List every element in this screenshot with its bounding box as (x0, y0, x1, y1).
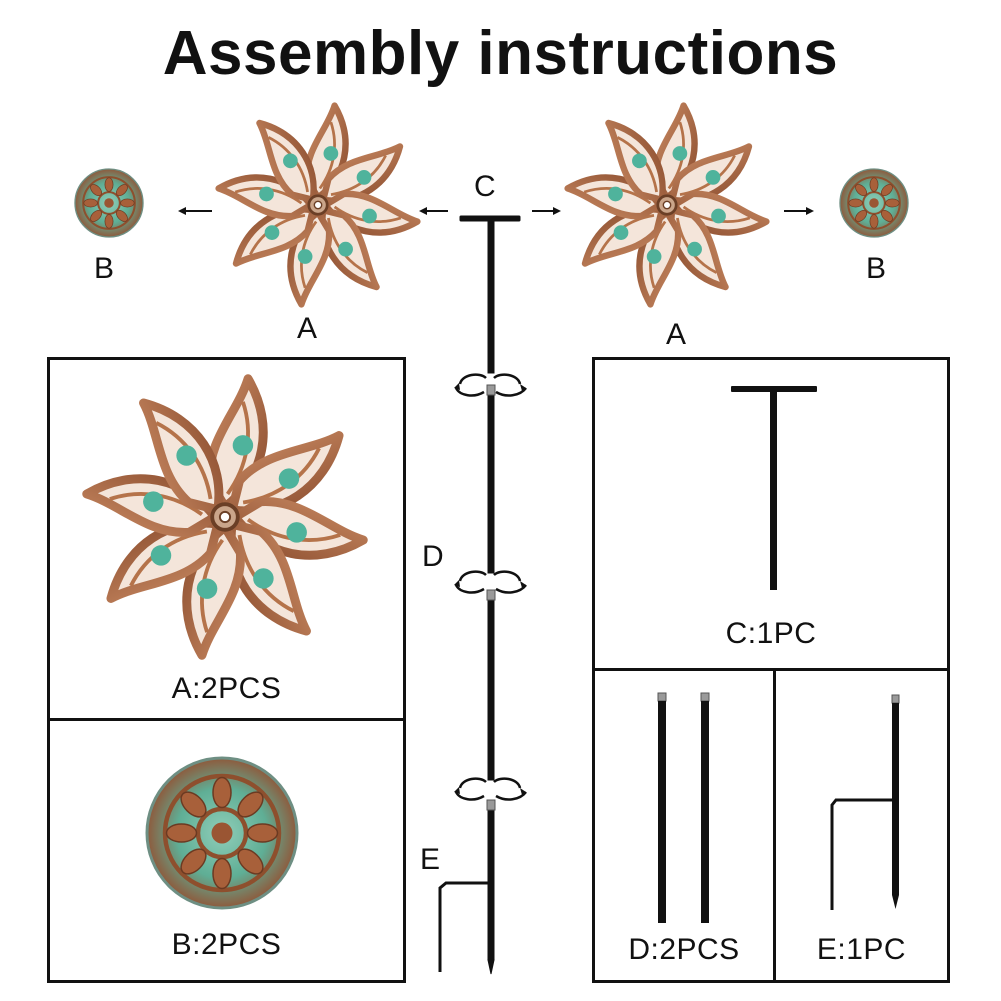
part-caption-e: E:1PC (816, 933, 907, 966)
assembly-pole (438, 215, 521, 975)
label-c-top: C (474, 170, 496, 203)
label-b-right: B (866, 252, 887, 285)
label-e-mid: E (420, 843, 441, 876)
part-caption-d: D:2PCS (628, 933, 740, 966)
part-a-spinner-image (87, 379, 363, 655)
spinner-a-right (568, 106, 767, 305)
part-caption-b: B:2PCS (171, 928, 282, 961)
medallion-b-left (73, 167, 145, 239)
part-e-stake-image (830, 694, 900, 910)
part-caption-c: C:1PC (725, 617, 817, 650)
rotate-arrows-3 (452, 777, 528, 801)
part-d-rod-1 (657, 692, 667, 923)
arrow-right-2 (784, 207, 814, 215)
label-a-right: A (666, 318, 687, 351)
medallion-b-right (838, 167, 910, 239)
spinner-a-left (219, 106, 418, 305)
part-b-medallion-image (147, 758, 297, 908)
arrow-left-2 (419, 207, 448, 215)
arrow-right-1 (532, 207, 561, 215)
part-box-b (47, 718, 406, 983)
part-d-rod-2 (700, 692, 710, 923)
page-title: Assembly instructions (162, 19, 839, 88)
label-a-left: A (297, 312, 318, 345)
rotate-arrows-2 (452, 570, 528, 594)
label-b-left: B (94, 252, 115, 285)
part-box-e (773, 668, 950, 983)
arrow-left-1 (178, 207, 212, 215)
part-caption-a: A:2PCS (171, 672, 282, 705)
part-c-tbar-image (731, 386, 817, 590)
label-d-mid: D (422, 540, 444, 573)
